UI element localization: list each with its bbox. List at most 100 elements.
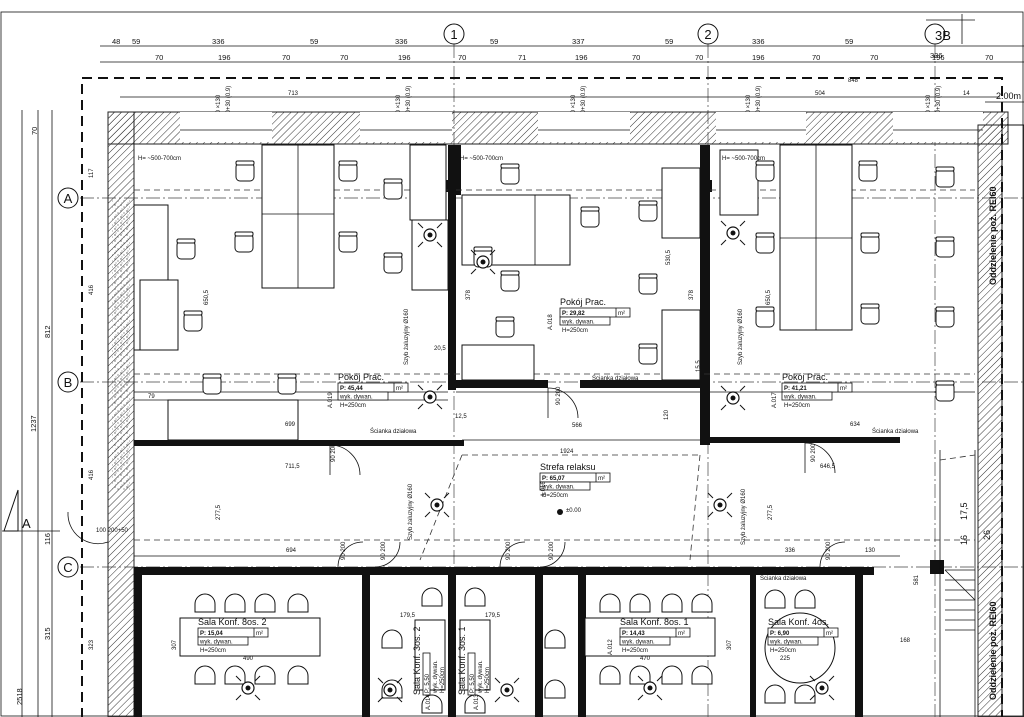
partition-labels: Ścianka działowa Ścianka działowa Ściank…: [370, 374, 919, 582]
room-area: P: 29,82: [562, 311, 585, 317]
room-area: P: 5,50: [425, 673, 431, 693]
office-chair: [638, 200, 658, 222]
conference-chair: [599, 593, 621, 613]
svg-text:59: 59: [310, 37, 318, 46]
conference-chair: [764, 589, 786, 609]
light-fixture-icon: [707, 492, 733, 518]
svg-text:59: 59: [132, 37, 140, 46]
fire-separation-labels: Oddzielenie poż. REI60 Oddzielenie poż. …: [988, 186, 998, 700]
room-area-unit: m²: [618, 311, 625, 317]
top-dim-row2: 70 196 70 70 196 70 71 196 70 70 196 70 …: [155, 53, 993, 62]
room-name: Pokój Prac.: [560, 297, 606, 307]
svg-text:416: 416: [89, 469, 95, 480]
svg-text:277,5: 277,5: [216, 504, 222, 520]
svg-text:26: 26: [982, 530, 992, 540]
svg-text:Szyb żaluzyjny Ø160: Szyb żaluzyjny Ø160: [741, 488, 747, 545]
conference-chair: [794, 589, 816, 609]
conference-chair: [464, 694, 486, 714]
svg-text:12,5: 12,5: [455, 414, 467, 420]
office-3-desks: [719, 144, 853, 331]
office-chair: [202, 373, 222, 395]
conference-chair: [764, 684, 786, 704]
office-chair: [860, 232, 880, 254]
svg-text:±0.00: ±0.00: [566, 508, 582, 514]
office-chair: [935, 166, 955, 188]
svg-text:120: 120: [664, 409, 670, 420]
svg-text:699: 699: [285, 422, 296, 428]
svg-text:Szyb żaluzyjny Ø160: Szyb żaluzyjny Ø160: [408, 483, 414, 540]
conference-chair: [224, 665, 246, 685]
office-chair: [277, 373, 297, 395]
room-height: H=250cm: [784, 403, 810, 409]
svg-text:378: 378: [466, 289, 472, 300]
left-dimensions: 70 117 416 812 416 1237 116 315 2518: [15, 110, 95, 717]
room-area-unit: m²: [396, 386, 403, 392]
stairs: 16 17,5 26: [939, 454, 992, 631]
svg-text:H= ~500-700cm: H= ~500-700cm: [138, 156, 181, 162]
svg-text:116: 116: [43, 533, 52, 545]
conference-chair: [287, 665, 309, 685]
light-fixture-icon: [494, 677, 520, 703]
window-tags: 200 ×130 340+30 (0.9) 200 ×130 340+30 (0…: [216, 86, 942, 120]
svg-text:530,5: 530,5: [666, 249, 672, 265]
room-name: Pokój Prac.: [338, 372, 384, 382]
svg-text:634: 634: [850, 422, 861, 428]
svg-text:71: 71: [518, 53, 526, 62]
office-chair: [860, 303, 880, 325]
svg-text:Oddzielenie poż. REI60: Oddzielenie poż. REI60: [988, 186, 998, 285]
svg-text:336: 336: [785, 548, 796, 554]
interior-walls: [134, 145, 944, 717]
conference-tables: [179, 612, 836, 691]
conference-chair: [794, 684, 816, 704]
room-height: H=250cm: [622, 648, 648, 654]
room-name: Strefa relaksu: [540, 462, 596, 472]
svg-text:650,5: 650,5: [204, 289, 210, 305]
svg-text:90 200: 90 200: [556, 386, 562, 405]
office-chair: [500, 270, 520, 292]
office-chair: [755, 232, 775, 254]
conference-chair: [287, 593, 309, 613]
svg-text:200 ×130: 200 ×130: [216, 94, 222, 120]
room-area-unit: m²: [840, 386, 847, 392]
room-floor: wyk. dywan.: [621, 640, 655, 646]
svg-text:B: B: [64, 375, 73, 390]
room-height: H=250cm: [542, 493, 568, 499]
room-name: Pokój Prac.: [782, 372, 828, 382]
svg-text:2.00m: 2.00m: [996, 91, 1021, 101]
svg-text:1237: 1237: [29, 415, 38, 432]
office-chair: [755, 160, 775, 182]
svg-text:713: 713: [288, 91, 299, 97]
grid-bubble-a: A: [57, 187, 79, 209]
room-area: P: 15,04: [200, 631, 223, 637]
svg-text:337: 337: [572, 37, 585, 46]
room-floor: wyk. dywan.: [783, 395, 817, 401]
room-number: A.016: [541, 481, 547, 497]
room-name: Sala Konf. 4os.: [768, 617, 829, 627]
svg-text:14: 14: [963, 91, 970, 97]
room-floor: wyk. dywan.: [199, 640, 233, 646]
room-area: P: 45,44: [340, 386, 363, 392]
office-chair: [580, 206, 600, 228]
svg-text:848: 848: [848, 78, 859, 84]
room-floor: wyk. dywan.: [339, 395, 373, 401]
light-fixture-icon: [470, 249, 496, 275]
light-fixture-icon: [809, 675, 835, 701]
room-floor: wyk. dywan.: [478, 660, 484, 694]
conference-chair: [544, 679, 566, 699]
top-dim-row1: 48 59 336 59 336 59 337 59 336 59 336: [112, 37, 943, 60]
conference-chair: [691, 665, 713, 685]
svg-text:70: 70: [632, 53, 640, 62]
conference-chair: [599, 665, 621, 685]
svg-text:79: 79: [148, 394, 155, 400]
svg-text:179,5: 179,5: [485, 613, 501, 619]
svg-text:336: 336: [752, 37, 765, 46]
room-number: A.017: [772, 392, 778, 408]
doors: [67, 387, 846, 568]
top-dim-row3: 713 504 848 14: [288, 78, 970, 97]
svg-text:90 200: 90 200: [506, 541, 512, 560]
